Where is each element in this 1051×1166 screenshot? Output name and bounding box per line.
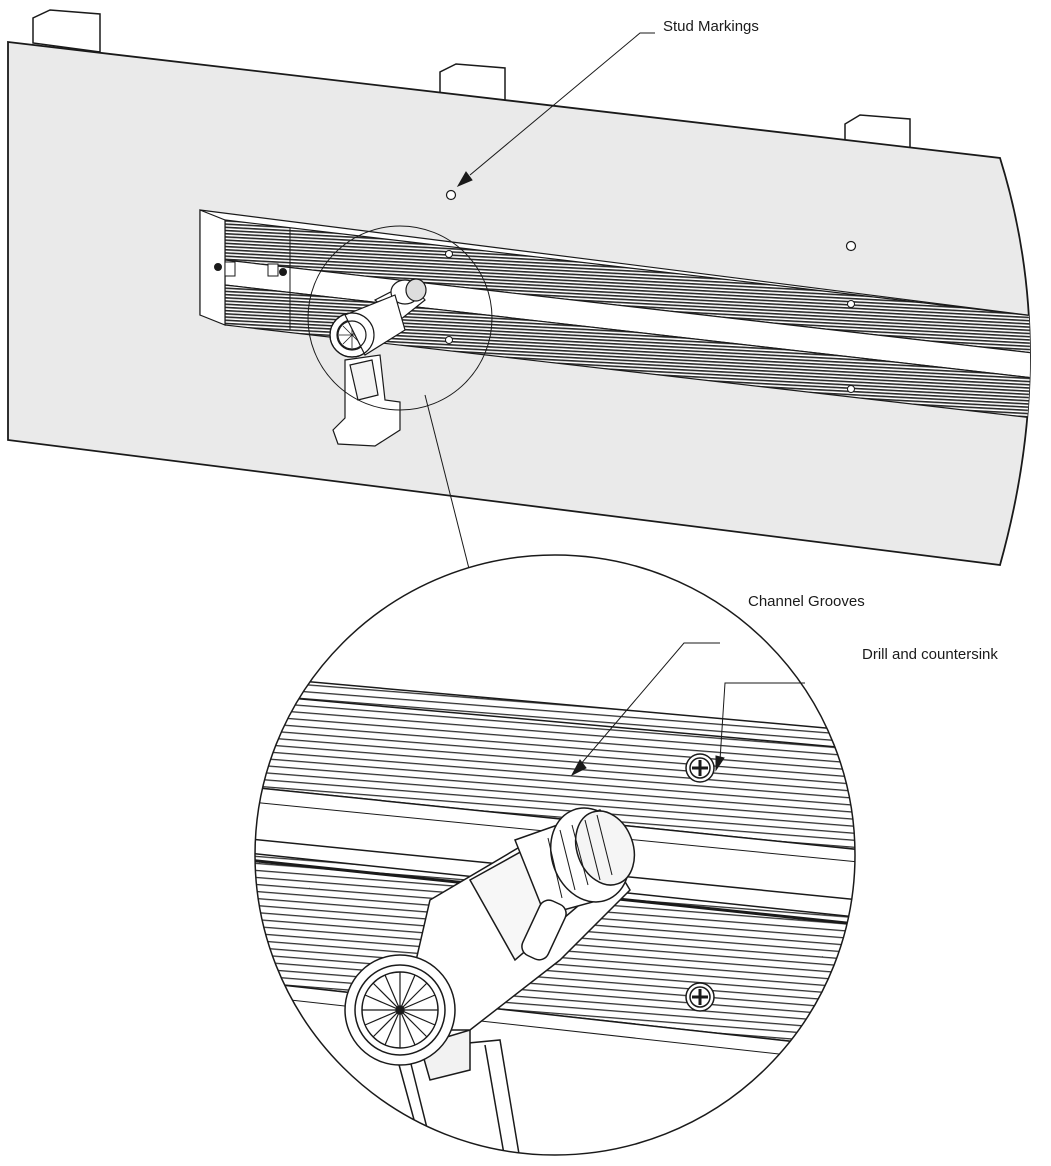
screw-head-icon xyxy=(847,300,855,308)
drill-countersink-leader xyxy=(719,682,805,761)
detail-focus-circle xyxy=(307,225,493,411)
screw-head-icon xyxy=(445,336,453,344)
stud-markings-leader xyxy=(469,32,655,176)
screw-head-icon xyxy=(685,753,715,783)
channel-grooves-label: Channel Grooves xyxy=(748,593,865,610)
drill-icon xyxy=(344,807,636,1155)
stud-markings-label: Stud Markings xyxy=(663,18,759,35)
screw-head-icon xyxy=(685,982,715,1012)
zoom-circle-border xyxy=(254,554,856,1156)
screw-head-icon xyxy=(445,250,453,258)
drill-small xyxy=(329,278,427,447)
drill-countersink-label: Drill and countersink xyxy=(862,646,998,663)
countersunk-screws xyxy=(685,753,715,1012)
screw-head-icon xyxy=(847,385,855,393)
stud-marking-icon xyxy=(445,189,457,201)
stud-markings xyxy=(445,189,857,252)
callout-leaders xyxy=(456,32,805,777)
zoomed-detail xyxy=(254,554,856,1156)
channel-grooves-leader xyxy=(579,642,720,766)
stud-marking-icon xyxy=(845,240,857,252)
channel-assembly xyxy=(199,209,1030,421)
stud-left xyxy=(32,9,101,53)
strip-screws xyxy=(214,250,855,393)
